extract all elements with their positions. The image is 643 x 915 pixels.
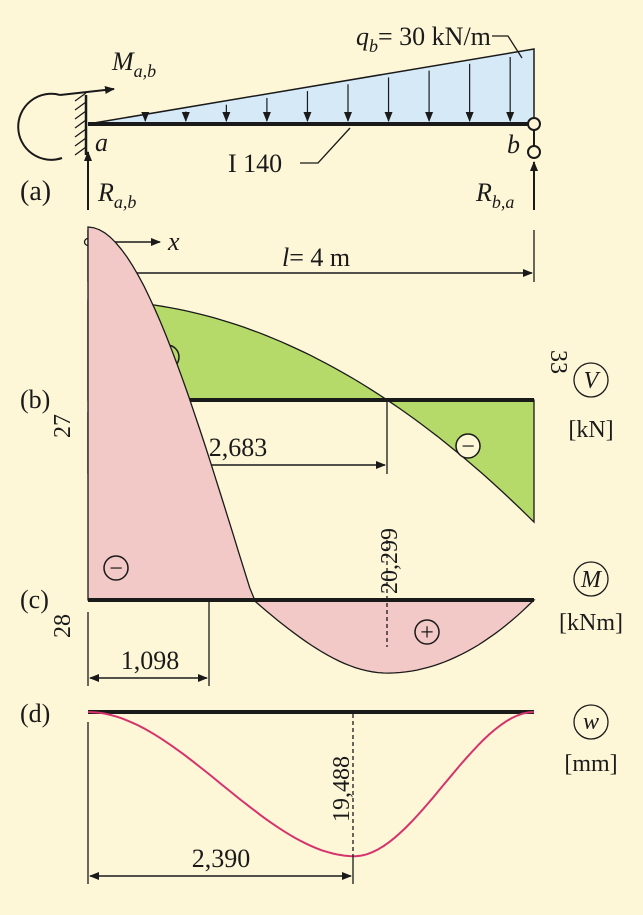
- section-label: I 140: [228, 149, 282, 178]
- load-arrows: [141, 57, 515, 122]
- axis-x-label: x: [167, 227, 180, 256]
- moment-panel: 20,299 − + (c) 28 M [kNm] 1,098: [20, 226, 623, 686]
- load-label: qb= 30 kN/m: [356, 22, 491, 56]
- beam-panel: Ma,b a b qb= 30 kN/m I 140 (a) Ra,b Rb,a…: [17, 22, 541, 282]
- fixed-support: [74, 92, 88, 156]
- svg-text:−: −: [461, 434, 475, 460]
- section-leader: [300, 127, 351, 164]
- support-b-label: b: [507, 130, 520, 159]
- support-a-label: a: [95, 128, 108, 157]
- reaction-b-label: Rb,a: [475, 178, 514, 212]
- moment-area: [87, 226, 536, 674]
- load-leader: [492, 35, 523, 59]
- panel-label-c: (c): [20, 585, 49, 614]
- shear-area: [87, 299, 535, 524]
- moment-max-value: 20,299: [377, 528, 403, 594]
- svg-text:V: V: [584, 368, 601, 394]
- shear-minus-sign: −: [455, 433, 481, 460]
- svg-text:+: +: [420, 620, 434, 646]
- deflection-panel: 19,488 (d) w [mm] 2,390: [20, 699, 618, 884]
- reaction-a-label: Ra,b: [97, 178, 136, 212]
- svg-text:−: −: [109, 556, 123, 582]
- panel-label-b: (b): [20, 385, 50, 414]
- moment-zero-dim-value: 1,098: [121, 646, 180, 675]
- svg-text:M: M: [580, 567, 603, 593]
- svg-text:w: w: [583, 709, 599, 735]
- moment-unit: [kNm]: [559, 610, 623, 636]
- shear-unit: [kN]: [568, 417, 613, 443]
- roller-support: [527, 117, 541, 159]
- panel-label-a: (a): [20, 176, 51, 207]
- shear-symbol: V: [573, 362, 609, 398]
- moment-symbol: M: [573, 561, 609, 597]
- deflection-unit: [mm]: [564, 751, 617, 777]
- deflection-max-value: 19,488: [329, 756, 355, 822]
- length-label: l= 4 m: [282, 243, 350, 272]
- moment-minus-sign: −: [103, 555, 129, 582]
- deflection-max-dim-value: 2,390: [192, 844, 251, 873]
- moment-left-value: 28: [50, 614, 76, 638]
- moment-label: Ma,b: [111, 47, 156, 81]
- shear-right-value: 33: [545, 350, 571, 374]
- shear-left-value: 27: [50, 414, 76, 438]
- panel-label-d: (d): [20, 699, 50, 728]
- deflection-curve: [87, 711, 535, 858]
- moment-plus-sign: +: [414, 619, 440, 646]
- moment-arc-icon: [17, 92, 63, 161]
- shear-zero-dim-value: 2,683: [209, 433, 268, 462]
- deflection-symbol: w: [573, 704, 609, 740]
